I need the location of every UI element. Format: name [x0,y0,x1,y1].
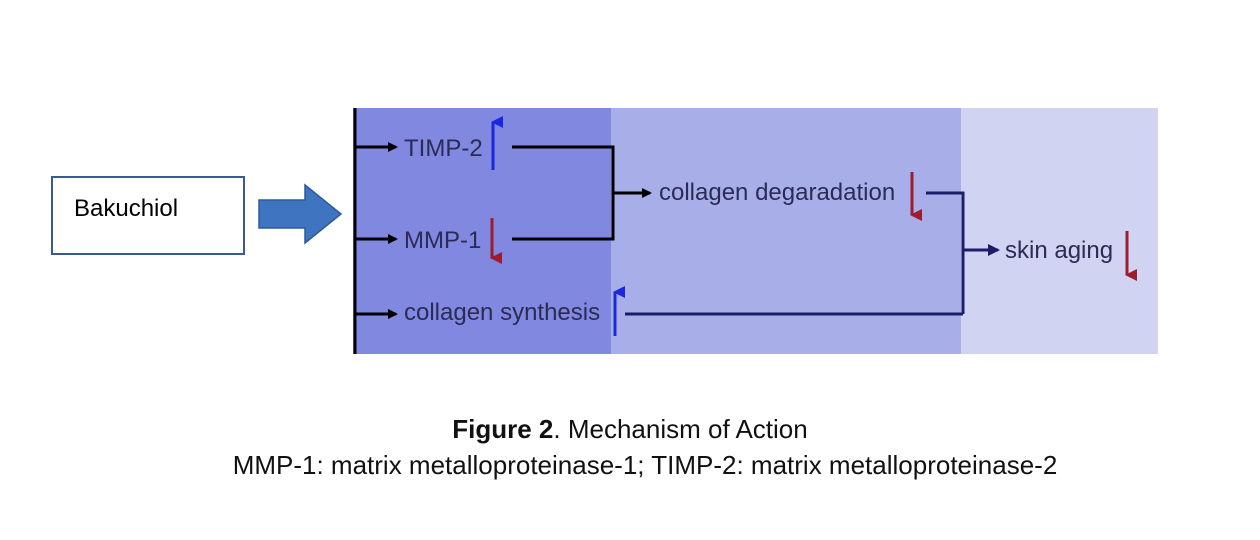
bakuchiol-box [51,176,245,255]
panel-collagen [611,108,961,354]
figure-legend: MMP-1: matrix metalloproteinase-1; TIMP-… [232,450,1058,480]
skin-aging-label: skin aging [1005,237,1113,264]
connector-degradation-to-aging [926,191,965,314]
timp2-label: TIMP-2 [404,135,483,162]
panel-outcome [961,108,1158,354]
input-arrow [258,183,343,245]
figure-title: . Mechanism of Action [553,414,808,444]
collagen-degradation-label: collagen degaradation [659,179,895,206]
figure-caption: Figure 2. Mechanism of Action [0,414,1260,445]
collagen-synthesis-label: collagen synthesis [404,299,600,326]
bakuchiol-label: Bakuchiol [74,195,178,222]
mmp1-label: MMP-1 [404,227,481,254]
figure-label: Figure 2 [452,414,554,444]
